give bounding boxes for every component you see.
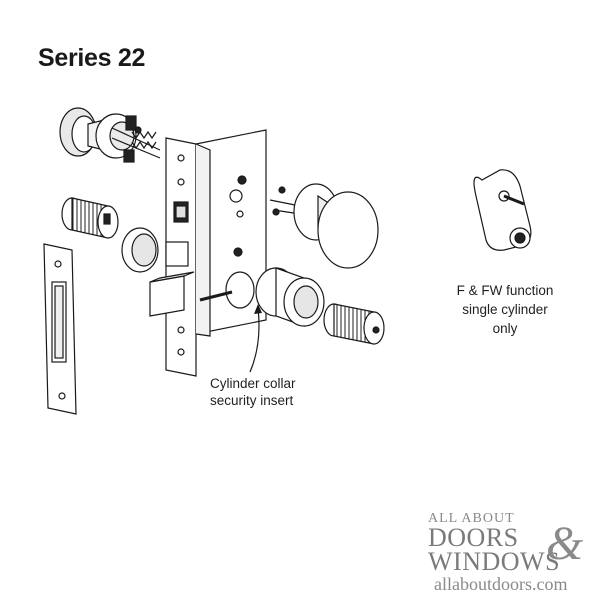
outside-knob-assembly	[269, 183, 379, 269]
function-note: F & FW function single cylinder only	[430, 281, 580, 338]
mortise-lock-body	[149, 129, 267, 377]
callout-label: Cylinder collar security insert	[210, 375, 320, 409]
diagram-title: Series 22	[38, 44, 146, 72]
thumbturn-assembly	[473, 169, 532, 251]
note-line-3: only	[492, 321, 518, 336]
left-cylinder	[61, 197, 119, 239]
note-line-2: single cylinder	[462, 302, 548, 317]
callout-arrowhead	[254, 304, 262, 314]
note-line-1: F & FW function	[456, 283, 554, 298]
logo-tagline: ALL ABOUT	[428, 511, 515, 526]
brand-logo[interactable]: ALL ABOUT DOORS & WINDOWS allaboutdoors.…	[428, 511, 596, 595]
right-cylinder-collar	[255, 267, 325, 327]
left-cylinder-collar	[121, 227, 159, 273]
callout-line-1: Cylinder collar	[210, 376, 296, 391]
logo-ampersand: &	[546, 517, 584, 570]
inside-knob-assembly	[59, 107, 161, 163]
strike-plate	[43, 243, 77, 415]
right-cylinder	[323, 303, 385, 345]
logo-url[interactable]: allaboutdoors.com	[434, 574, 568, 594]
logo-windows: WINDOWS	[428, 547, 561, 576]
logo-doors: DOORS	[428, 523, 519, 552]
callout-leader-line	[249, 307, 260, 373]
callout-line-2: security insert	[210, 393, 294, 408]
